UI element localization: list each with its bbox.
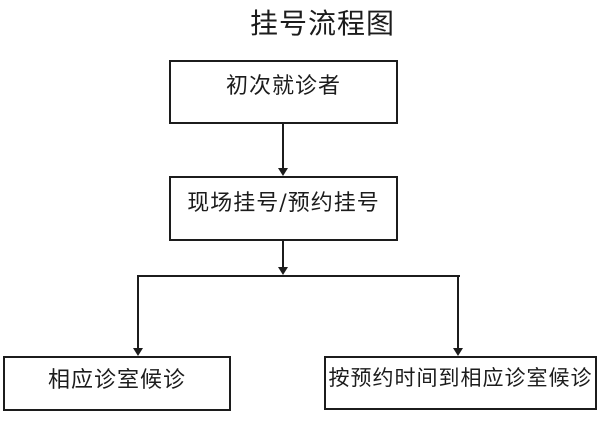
arrowhead-down-icon <box>278 267 288 275</box>
diagram-title: 挂号流程图 <box>250 7 396 40</box>
arrowhead-down-icon <box>278 168 288 176</box>
branch-horizontal-connector <box>138 275 460 277</box>
arrowhead-down-icon <box>133 348 143 356</box>
edge-branch-to-onsite-waiting <box>137 275 139 348</box>
edge-register-to-branch <box>282 241 284 267</box>
node-first-visit: 初次就诊者 <box>169 60 398 124</box>
node-register: 现场挂号/预约挂号 <box>169 176 398 241</box>
arrowhead-down-icon <box>453 348 463 356</box>
node-appointment-waiting: 按预约时间到相应诊室候诊 <box>324 356 597 410</box>
node-onsite-waiting: 相应诊室候诊 <box>3 356 231 411</box>
edge-first-visit-to-register <box>282 123 284 168</box>
edge-branch-to-appointment-waiting <box>457 275 459 348</box>
